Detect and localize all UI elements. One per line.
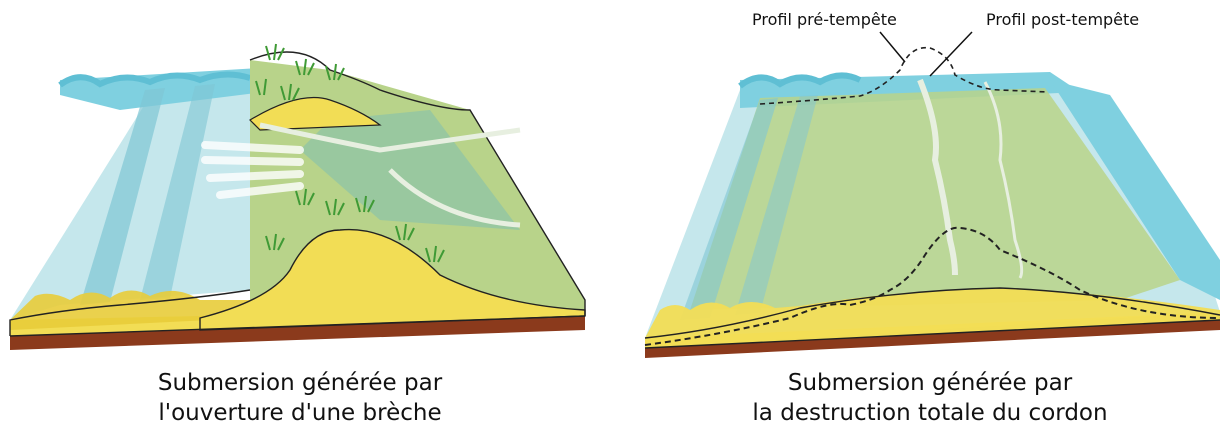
right-wave-crests: [738, 72, 862, 89]
left-foreshore-sand: [10, 290, 250, 330]
post-storm-leader-line: [929, 31, 973, 77]
left-block-diagram: [9, 43, 586, 350]
right-caption-line2: la destruction totale du cordon: [752, 400, 1108, 426]
right-soil-layer: [645, 318, 1220, 358]
right-ocean-edge: [1050, 80, 1220, 300]
left-dune-upper: [249, 97, 382, 131]
left-channel-line: [259, 122, 521, 153]
left-lagoon: [300, 110, 520, 230]
right-caption: Submersion générée par la destruction to…: [680, 368, 1180, 428]
left-block-outline: [9, 51, 586, 336]
right-front-edge: [644, 319, 1220, 349]
right-pre-storm-profile-top: [759, 46, 1049, 105]
pre-storm-leader-line: [879, 31, 906, 63]
right-foreshore-sand: [645, 288, 1220, 348]
right-ocean-stripe-2: [735, 95, 818, 315]
left-dune-front: [199, 228, 586, 331]
right-channel-line-2: [983, 81, 1024, 279]
left-vegetation: [255, 43, 445, 263]
left-soil-layer: [10, 314, 585, 350]
left-caption-line1: Submersion générée par: [157, 370, 443, 396]
right-block-diagram: [644, 31, 1220, 358]
right-channel-line-1: [917, 78, 958, 276]
left-ocean-slope: [10, 72, 270, 320]
pre-storm-profile-label: Profil pré-tempête: [752, 10, 897, 29]
left-caption-line2: l'ouverture d'une brèche: [158, 400, 442, 426]
left-caption: Submersion générée par l'ouverture d'une…: [60, 368, 540, 428]
post-storm-profile-label: Profil post-tempête: [986, 10, 1140, 29]
right-pre-storm-profile-front: [644, 226, 1220, 346]
left-channel-line-2: [388, 168, 521, 228]
right-post-storm-profile-front: [644, 287, 1220, 339]
left-wave-crests: [58, 71, 251, 88]
left-breach-current-lines: [201, 141, 304, 199]
right-caption-line1: Submersion générée par: [787, 370, 1073, 396]
right-ocean-stripe-1: [680, 98, 778, 320]
left-ocean-stripe-2: [140, 84, 215, 300]
left-front-edge: [9, 315, 586, 337]
left-ocean-stripe-1: [80, 88, 165, 305]
right-flooded-surface: [690, 88, 1180, 310]
